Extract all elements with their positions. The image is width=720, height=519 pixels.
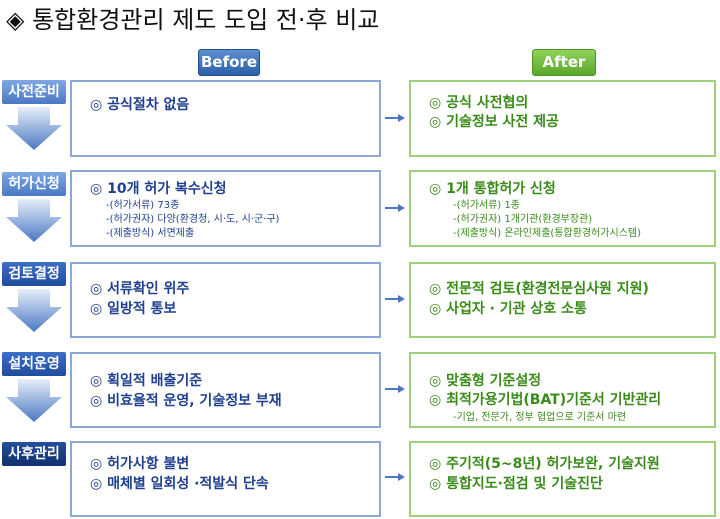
before-item: ◎ 10개 허가 복수신청 xyxy=(90,181,227,197)
before-box-aftercare: ◎ 허가사항 불변 ◎ 매체별 일회성 ·적발식 단속 xyxy=(70,441,381,517)
before-box-review: ◎ 서류확인 위주 ◎ 일방적 통보 xyxy=(70,262,381,338)
before-item: ◎ 일방적 통보 xyxy=(90,301,177,317)
after-sub-item: -(허가서류) 1종 xyxy=(453,200,520,211)
after-item: ◎ 주기적(5~8년) 허가보완, 기술지원 xyxy=(429,456,660,472)
after-box-aftercare: ◎ 주기적(5~8년) 허가보완, 기술지원 ◎ 통합지도·점검 및 기술진단 xyxy=(409,441,716,517)
before-box-operation: ◎ 획일적 배출기준 ◎ 비효율적 운영, 기술정보 부재 xyxy=(70,352,381,428)
before-item: ◎ 허가사항 불변 xyxy=(90,456,190,472)
after-box-prep: ◎ 공식 사전협의 ◎ 기술정보 사전 제공 xyxy=(409,80,716,157)
after-item: ◎ 1개 통합허가 신청 xyxy=(429,181,556,197)
before-item: ◎ 비효율적 운영, 기술정보 부재 xyxy=(90,393,282,409)
page-title: ◈ 통합환경관리 제도 도입 전·후 비교 xyxy=(6,6,380,34)
after-box-review: ◎ 전문적 검토(환경전문심사원 지원) ◎ 사업자 · 기관 상호 소통 xyxy=(409,262,716,338)
after-item: ◎ 전문적 검토(환경전문심사원 지원) xyxy=(429,281,649,297)
after-sub-item: -(제출방식) 온라인제출(통합환경허가시스템) xyxy=(453,228,641,239)
after-item: ◎ 공식 사전협의 xyxy=(429,95,529,111)
before-item: ◎ 서류확인 위주 xyxy=(90,281,190,297)
before-sub-item: -(허가서류) 73종 xyxy=(106,200,180,211)
right-arrow-icon xyxy=(385,114,405,122)
after-box-application: ◎ 1개 통합허가 신청 -(허가서류) 1종 -(허가권자) 1개기관(환경부… xyxy=(409,170,716,247)
after-box-operation: ◎ 맞춤형 기준설정 ◎ 최적가용기법(BAT)기준서 기반관리 -기업, 전문… xyxy=(409,352,716,428)
down-arrow-icon xyxy=(6,199,62,242)
right-arrow-icon xyxy=(385,295,405,303)
after-sub-item: -기업, 전문가, 정부 협업으로 기준서 마련 xyxy=(453,412,627,423)
after-header: After xyxy=(532,49,596,76)
after-item: ◎ 맞춤형 기준설정 xyxy=(429,373,542,389)
right-arrow-icon xyxy=(385,204,405,212)
stage-label-prep: 사전준비 xyxy=(2,80,66,104)
down-arrow-icon xyxy=(6,289,62,332)
stage-label-operation: 설치운영 xyxy=(2,352,66,376)
stage-label-aftercare: 사후관리 xyxy=(2,442,66,466)
right-arrow-icon xyxy=(385,385,405,393)
after-item: ◎ 통합지도·점검 및 기술진단 xyxy=(429,476,603,492)
after-item: ◎ 기술정보 사전 제공 xyxy=(429,114,559,130)
right-arrow-icon xyxy=(385,473,405,481)
before-sub-item: -(허가권자) 다양(환경청, 시·도, 시·군·구) xyxy=(106,214,280,225)
before-box-application: ◎ 10개 허가 복수신청 -(허가서류) 73종 -(허가권자) 다양(환경청… xyxy=(70,170,381,247)
down-arrow-icon xyxy=(6,379,62,422)
before-header: Before xyxy=(198,49,260,76)
before-item: ◎ 획일적 배출기준 xyxy=(90,373,203,389)
after-sub-item: -(허가권자) 1개기관(환경부장관) xyxy=(453,214,593,225)
down-arrow-icon xyxy=(6,107,62,150)
before-sub-item: -(제출방식) 서면제출 xyxy=(106,228,195,239)
before-item: ◎ 매체별 일회성 ·적발식 단속 xyxy=(90,476,269,492)
before-item: ◎ 공식절차 없음 xyxy=(90,97,190,113)
after-item: ◎ 최적가용기법(BAT)기준서 기반관리 xyxy=(429,392,662,408)
after-item: ◎ 사업자 · 기관 상호 소통 xyxy=(429,301,587,317)
stage-label-application: 허가신청 xyxy=(2,172,66,196)
stage-label-review: 검토결정 xyxy=(2,262,66,286)
before-box-prep: ◎ 공식절차 없음 xyxy=(70,80,381,157)
